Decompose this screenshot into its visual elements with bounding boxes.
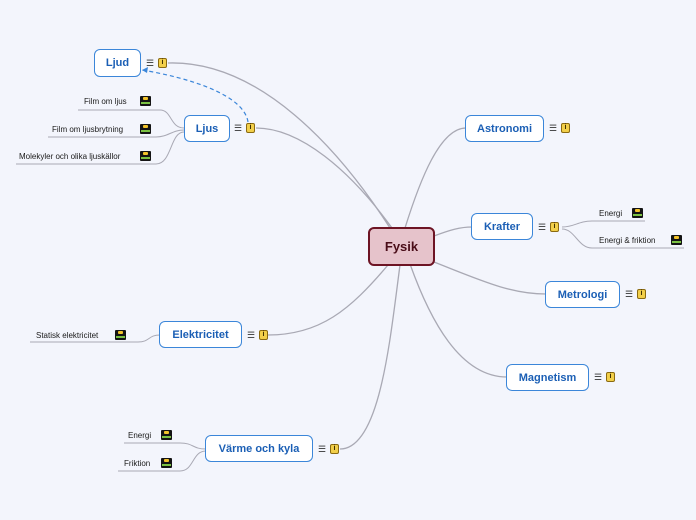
topic-astronomi[interactable]: Astronomi xyxy=(465,115,544,142)
leaf-film-om-ljus[interactable]: Film om ljus xyxy=(84,97,127,106)
topic-ljus[interactable]: Ljus xyxy=(184,115,230,142)
notes-icon[interactable]: ☰ xyxy=(247,330,256,340)
topic-varme-och-kyla[interactable]: Värme och kyla xyxy=(205,435,313,462)
notes-icon[interactable]: ☰ xyxy=(146,58,155,68)
topic-elektricitet[interactable]: Elektricitet xyxy=(159,321,242,348)
info-icon[interactable]: i xyxy=(259,330,268,340)
notes-icon[interactable]: ☰ xyxy=(549,123,558,133)
link-ljud xyxy=(167,62,391,229)
notes-icon[interactable]: ☰ xyxy=(538,222,547,232)
film-icon[interactable] xyxy=(632,208,643,218)
film-icon[interactable] xyxy=(161,430,172,440)
topic-metrologi[interactable]: Metrologi xyxy=(545,281,620,308)
link-elektricitet xyxy=(267,264,389,336)
info-icon[interactable]: i xyxy=(550,222,559,232)
info-icon[interactable]: i xyxy=(330,444,339,454)
link-krafter xyxy=(433,226,473,237)
info-icon[interactable]: i xyxy=(561,123,570,133)
notes-icon[interactable]: ☰ xyxy=(234,123,243,133)
info-icon[interactable]: i xyxy=(606,372,615,382)
link-varme xyxy=(339,264,401,450)
leaf-statisk-elektricitet[interactable]: Statisk elektricitet xyxy=(36,331,99,340)
leaf-energi[interactable]: Energi xyxy=(599,209,623,218)
film-icon[interactable] xyxy=(671,235,682,245)
leaf-friktion[interactable]: Friktion xyxy=(124,459,151,468)
film-icon[interactable] xyxy=(140,96,151,106)
link-astronomi xyxy=(404,127,467,229)
topic-magnetism[interactable]: Magnetism xyxy=(506,364,589,391)
link-ljus xyxy=(255,127,393,229)
notes-icon[interactable]: ☰ xyxy=(594,372,603,382)
film-icon[interactable] xyxy=(140,124,151,134)
info-icon[interactable]: i xyxy=(158,58,167,68)
topic-krafter[interactable]: Krafter xyxy=(471,213,533,240)
leaf-energi-friktion[interactable]: Energi & friktion xyxy=(599,236,656,245)
film-icon[interactable] xyxy=(115,330,126,340)
notes-icon[interactable]: ☰ xyxy=(318,444,327,454)
notes-icon[interactable]: ☰ xyxy=(625,289,634,299)
topic-ljud[interactable]: Ljud xyxy=(94,49,141,77)
leaf-energi[interactable]: Energi xyxy=(128,431,152,440)
relation-ljus-ljud xyxy=(141,69,249,123)
film-icon[interactable] xyxy=(161,458,172,468)
leaf-film-om-ljusbrytning[interactable]: Film om ljusbrytning xyxy=(52,125,124,134)
link-magnetism xyxy=(409,263,508,378)
info-icon[interactable]: i xyxy=(246,123,255,133)
leaf-molekyler[interactable]: Molekyler och olika ljuskällor xyxy=(19,152,121,161)
central-topic[interactable]: Fysik xyxy=(368,227,435,266)
film-icon[interactable] xyxy=(140,151,151,161)
info-icon[interactable]: i xyxy=(637,289,646,299)
link-metrologi xyxy=(433,261,547,295)
